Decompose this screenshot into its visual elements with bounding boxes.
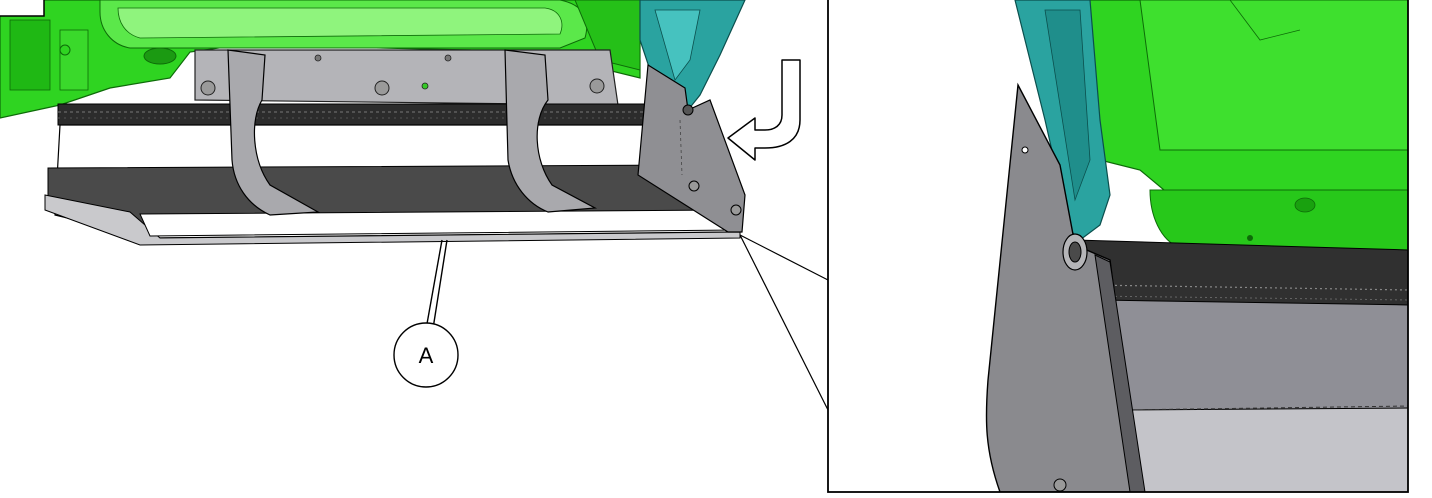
detail-view [827, 0, 1409, 493]
zoom-connector-lines [739, 234, 829, 411]
callout-leader-lines [424, 239, 448, 336]
green-machine-body [0, 0, 641, 119]
curved-arrow-icon [727, 59, 801, 161]
callout-a-circle [393, 322, 459, 388]
roller-bar [57, 103, 691, 126]
detail-frame [827, 0, 1409, 493]
title-box-fragment [0, 0, 45, 17]
tray-plate [44, 124, 741, 246]
guide-brackets [227, 49, 598, 216]
end-plate [637, 63, 746, 233]
main-view: A [0, 0, 829, 411]
callout-a-label: A [419, 343, 434, 368]
